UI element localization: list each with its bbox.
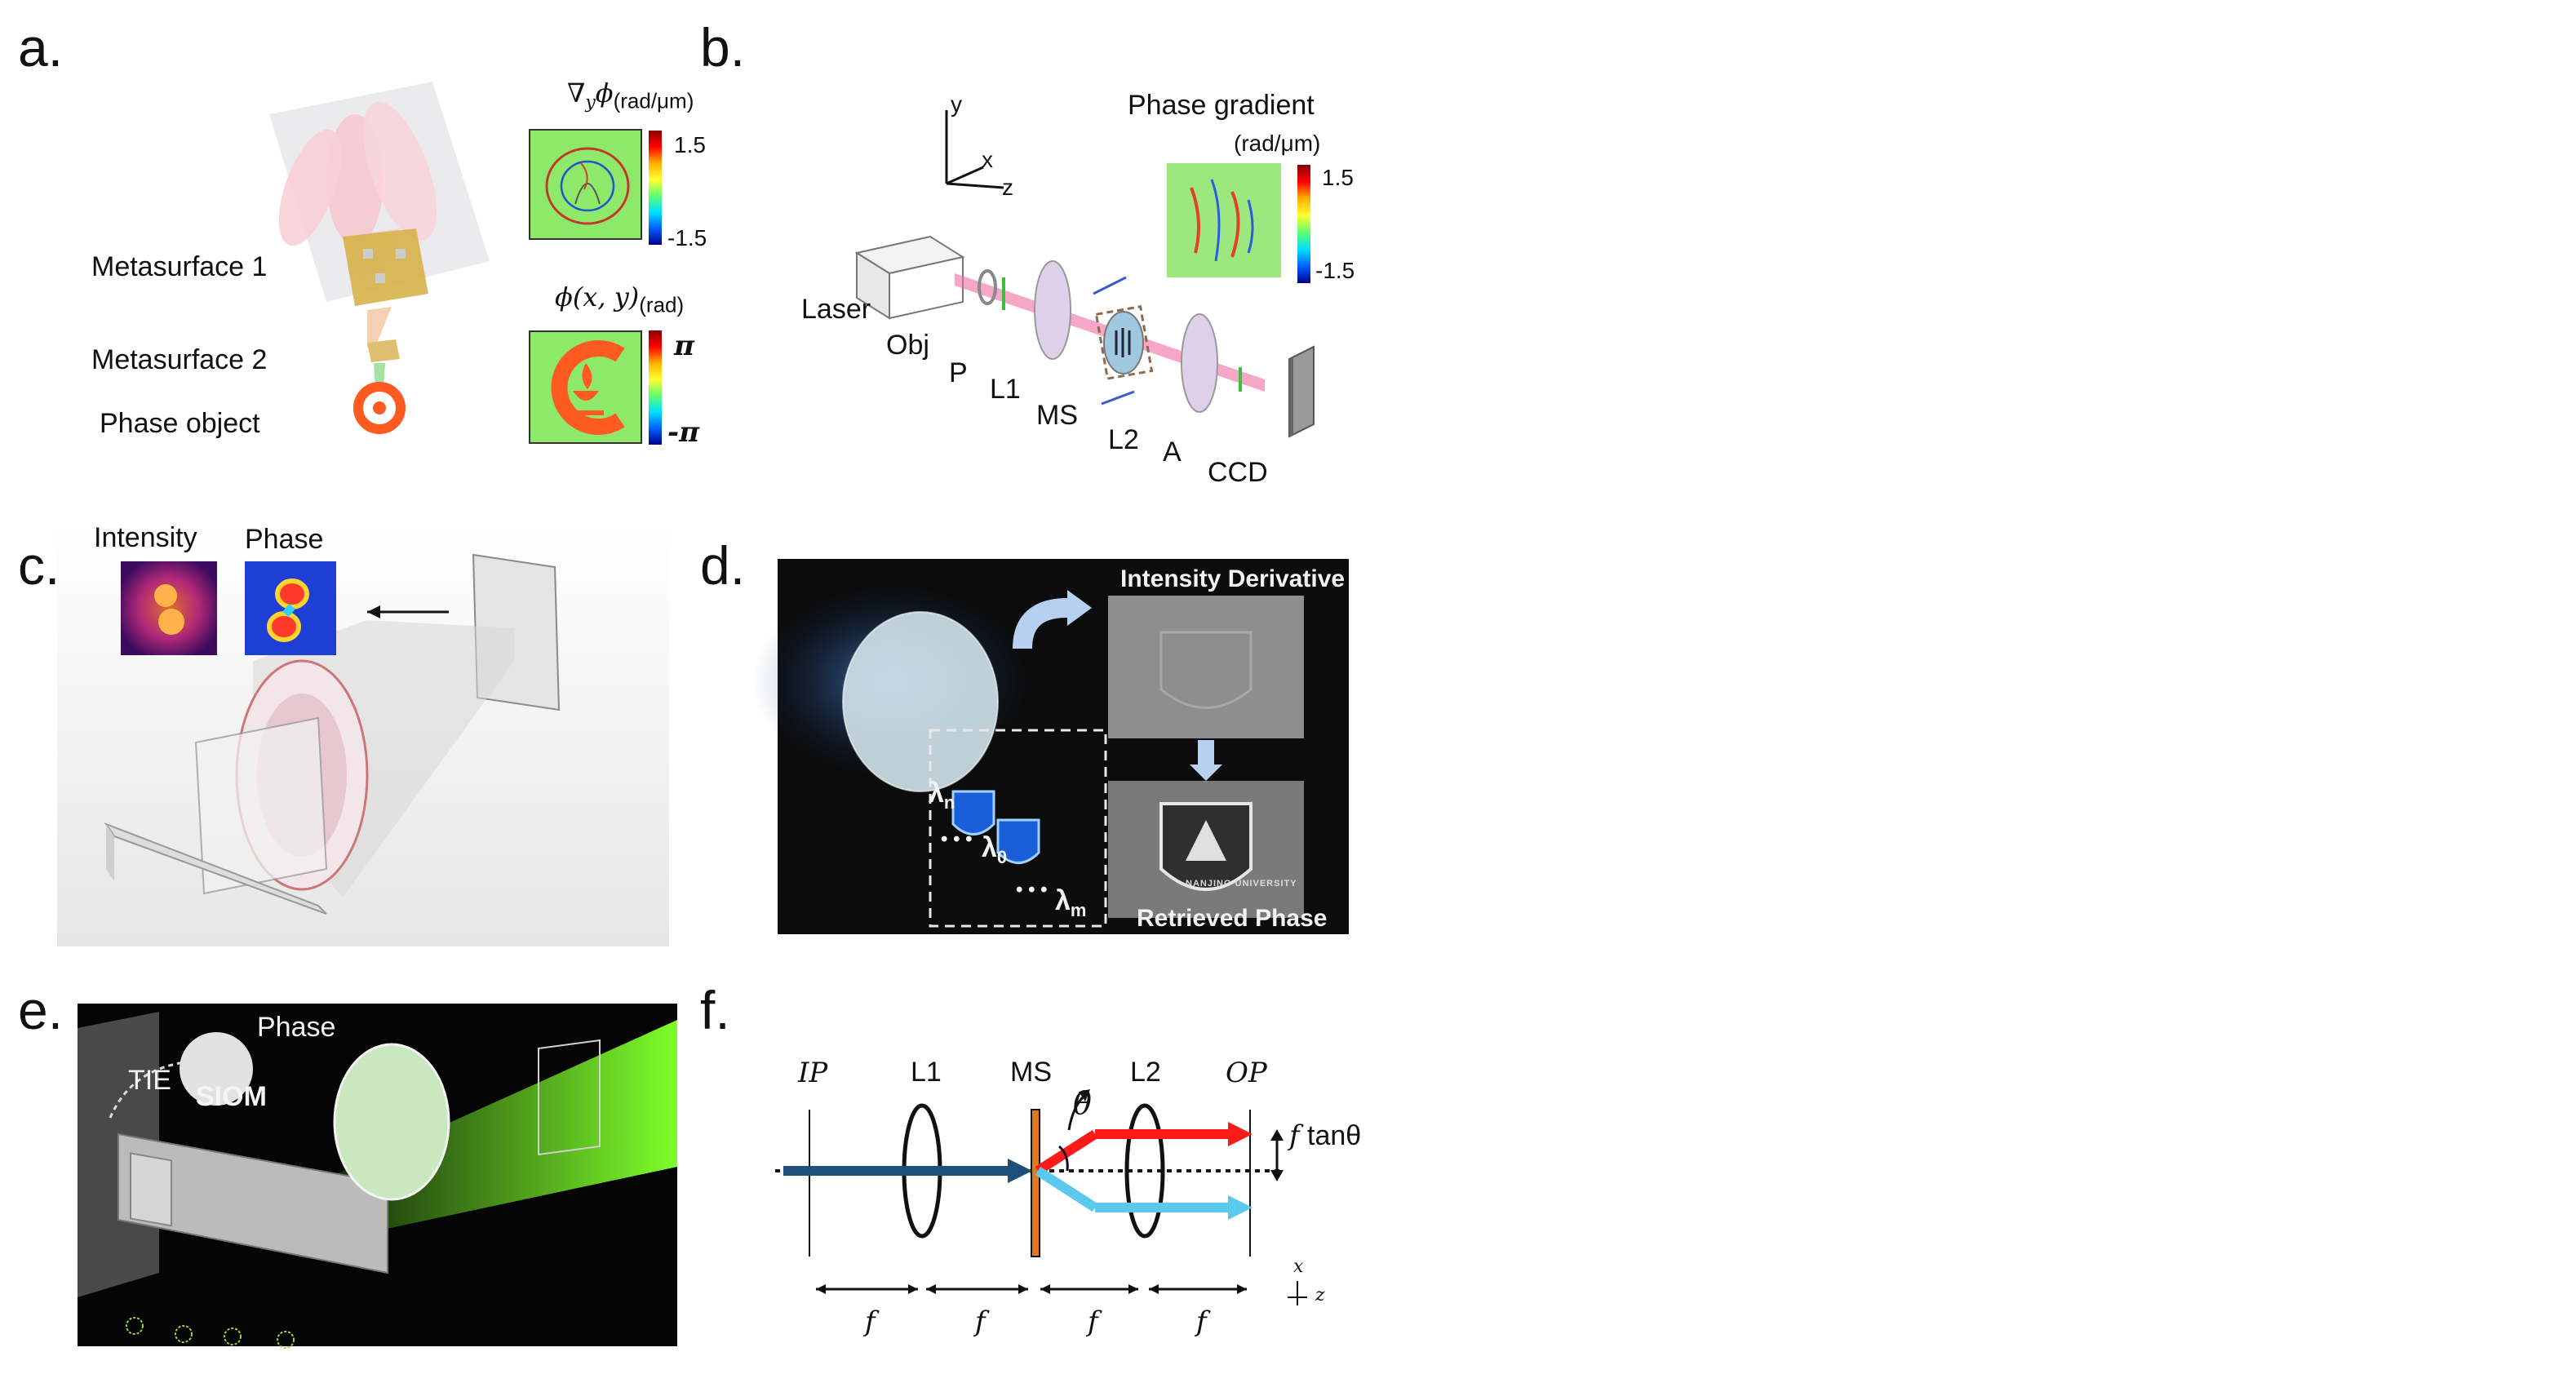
lambda-0-label: λ0 — [982, 832, 1008, 867]
f-label-1: f — [865, 1305, 876, 1338]
panel-d-illustration — [753, 559, 1349, 934]
obj-label: Obj — [886, 330, 929, 361]
phase-gradient-tick-min: -1.5 — [1315, 258, 1355, 283]
panel-label-c: c. — [18, 535, 60, 596]
axis-y-label: y — [951, 91, 962, 117]
gradient-map-image — [529, 129, 642, 240]
intensity-derivative-label: Intensity Derivative — [1120, 565, 1346, 592]
siom-logo-text: SIOM — [196, 1081, 267, 1112]
metasurface-2-label: Metasurface 2 — [91, 344, 268, 375]
phase-gradient-unit: (rad/μm) — [1234, 131, 1321, 156]
ms-label: MS — [1036, 400, 1078, 431]
panel-e: Phase TIE SIOM — [78, 1004, 677, 1349]
phase-tick-min: -π — [667, 416, 699, 449]
a-label: A — [1163, 437, 1182, 468]
l2-lens-label: L2 — [1130, 1057, 1161, 1088]
intensity-image — [121, 561, 217, 655]
l1-label: L1 — [990, 374, 1021, 405]
l2-label: L2 — [1108, 424, 1139, 455]
laser-label: Laser — [801, 294, 871, 325]
panel-label-f: f. — [700, 980, 730, 1040]
phase-map-image — [529, 330, 642, 444]
panel-c-illustration — [104, 553, 561, 915]
ip-label: IP — [798, 1057, 828, 1089]
phase-label: Phase — [245, 524, 324, 555]
axis-x-label: x — [982, 147, 993, 172]
dots-2: • • • — [1016, 879, 1048, 901]
gradient-title: ∇yϕ(rad/μm) — [567, 78, 694, 113]
phase-object-label: Phase object — [100, 408, 260, 439]
intensity-label: Intensity — [94, 522, 197, 553]
gradient-tick-min: -1.5 — [667, 225, 707, 250]
nju-logo-text: NANJING UNIVERSITY — [1186, 879, 1297, 889]
gradient-colorbar — [649, 131, 662, 245]
f-label-2: f — [975, 1305, 986, 1338]
panel-e-illustration — [78, 1004, 677, 1349]
panel-b-setup-illustration — [854, 235, 1315, 438]
panel-b-axis-triad — [945, 110, 1004, 189]
panel-label-d: d. — [700, 535, 746, 596]
f-label-3: f — [1088, 1305, 1098, 1338]
dots-1: • • • — [941, 828, 973, 850]
axis-x-small-label: x — [1293, 1257, 1304, 1277]
ms-plate-label: MS — [1010, 1057, 1052, 1088]
phase-title: ϕ(x, y)(rad) — [555, 281, 685, 317]
lambda-m-label: λm — [1055, 885, 1087, 920]
lambda-n-label: λn — [929, 778, 955, 813]
panel-label-e: e. — [18, 980, 64, 1040]
theta-label: θ — [1073, 1085, 1092, 1121]
axis-z-small-label: z — [1315, 1285, 1325, 1305]
metasurface-1-label: Metasurface 1 — [91, 251, 268, 282]
panel-d: Intensity Derivative Retrieved Phase NAN… — [753, 559, 1349, 934]
phase-gradient-map-image — [1167, 163, 1281, 277]
panel-e-phase-label: Phase — [257, 1012, 336, 1043]
l1-lens-label: L1 — [911, 1057, 942, 1088]
phase-colorbar — [649, 330, 662, 445]
phase-gradient-title: Phase gradient — [1128, 90, 1315, 121]
p-label: P — [949, 357, 968, 388]
panel-label-b: b. — [700, 17, 746, 78]
ccd-label: CCD — [1208, 457, 1268, 488]
f-tan-theta-label: f tanθ — [1289, 1119, 1362, 1152]
op-label: OP — [1226, 1057, 1267, 1089]
axis-z-label: z — [1002, 175, 1013, 200]
retrieved-phase-label: Retrieved Phase — [1137, 905, 1328, 932]
panel-f-schematic — [775, 1089, 1307, 1305]
tie-label: TIE — [128, 1065, 171, 1096]
phase-gradient-colorbar — [1297, 165, 1310, 283]
f-label-4: f — [1196, 1305, 1207, 1338]
panel-a-metasurface-illustration — [269, 82, 490, 434]
phase-gradient-tick-max: 1.5 — [1322, 165, 1354, 190]
phase-image — [245, 561, 336, 655]
panel-label-a: a. — [18, 17, 64, 78]
gradient-tick-max: 1.5 — [674, 132, 706, 157]
phase-tick-max: π — [674, 330, 694, 362]
